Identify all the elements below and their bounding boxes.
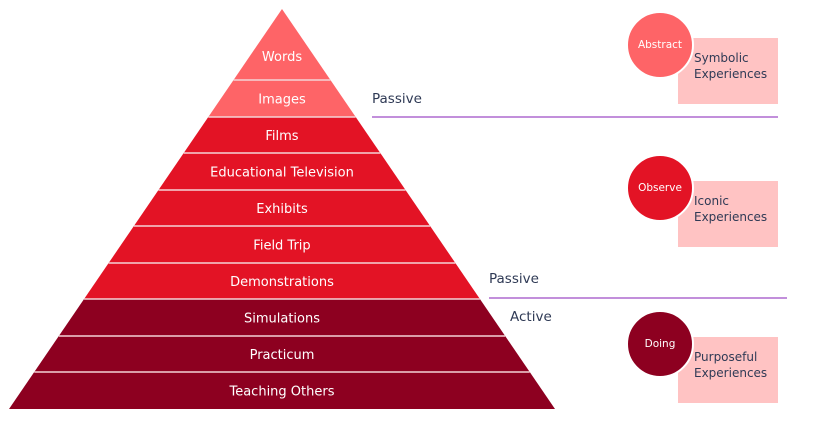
band-label: Simulations — [244, 312, 320, 327]
band-label: Field Trip — [253, 239, 310, 254]
pyramid-band — [183, 117, 381, 153]
circle-label: Observe — [638, 182, 682, 194]
box-line-2: Experiences — [694, 210, 768, 224]
pyramid-band — [84, 263, 480, 299]
box-line-2: Experiences — [694, 67, 768, 81]
band-label: Teaching Others — [228, 385, 334, 400]
band-label: Demonstrations — [230, 275, 334, 290]
circle-label: Abstract — [637, 39, 683, 51]
band-label: Films — [265, 129, 298, 144]
symbolic-experiences-box: Symbolic Experiences — [678, 38, 778, 104]
band-label: Exhibits — [256, 202, 308, 217]
pyramid-band — [9, 372, 555, 409]
observe-circle: Observe — [626, 154, 694, 222]
box-line-2: Experiences — [694, 366, 768, 380]
box-line-1: Purposeful — [694, 350, 758, 364]
pyramid-band — [133, 190, 431, 226]
pyramid-band — [208, 80, 356, 117]
box-line-1: Iconic — [694, 194, 730, 208]
pyramid-band — [233, 9, 331, 80]
band-label: Images — [258, 93, 306, 108]
pyramid-band — [158, 153, 406, 190]
purposeful-experiences-box: Purposeful Experiences — [678, 337, 778, 403]
passive-label-top: Passive — [372, 91, 422, 107]
active-label: Active — [510, 309, 552, 325]
doing-circle: Doing — [626, 310, 694, 378]
pyramid-band — [108, 226, 456, 263]
circle-label: Doing — [644, 338, 676, 350]
divider-line-top — [372, 116, 778, 118]
box-line-1: Symbolic — [694, 51, 749, 65]
band-label: Words — [262, 50, 302, 65]
iconic-experiences-box: Iconic Experiences — [678, 181, 778, 247]
band-label: Practicum — [250, 348, 315, 363]
band-label: Educational Television — [210, 166, 354, 181]
pyramid-band — [34, 336, 530, 372]
passive-label-bottom: Passive — [489, 271, 539, 287]
divider-line-bottom — [489, 297, 787, 299]
abstract-circle: Abstract — [626, 11, 694, 79]
pyramid-band — [58, 299, 506, 336]
